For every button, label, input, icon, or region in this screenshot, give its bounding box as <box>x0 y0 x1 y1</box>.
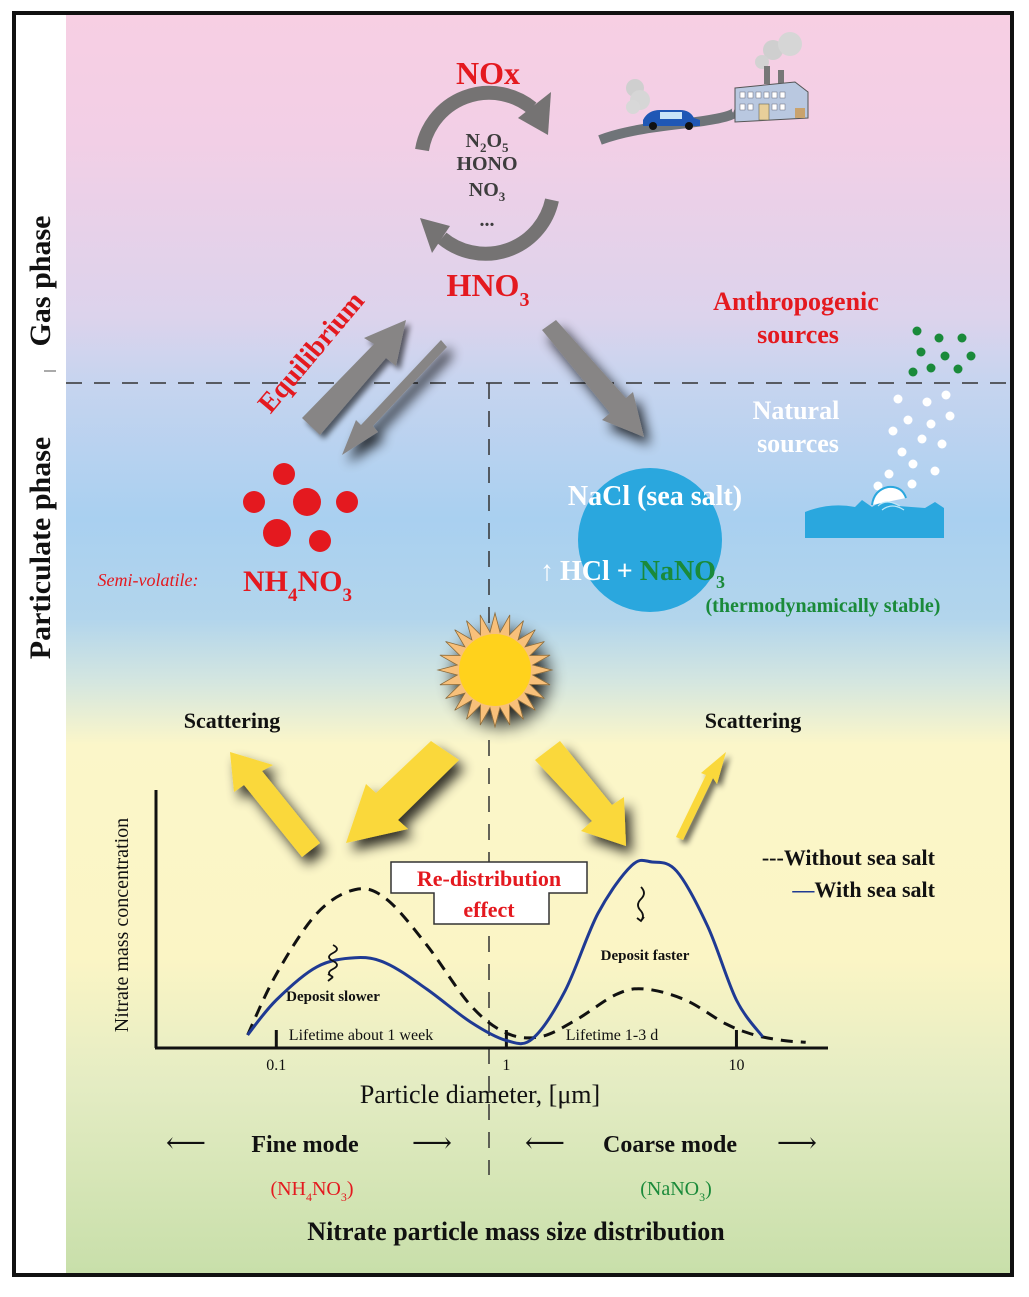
incoming-light-arrow-right <box>535 741 626 846</box>
particulate-phase-label: Particulate phase <box>24 437 57 659</box>
scattered-light-arrow-left <box>230 752 320 857</box>
sea-spray-particles-icon <box>873 390 955 491</box>
fine-mode-label: Fine mode <box>251 1132 359 1158</box>
lifetime-fine-label: Lifetime about 1 week <box>289 1027 433 1044</box>
ocean-wave-icon <box>805 485 944 538</box>
coarse-mode-formula: (NaNO3) <box>640 1178 712 1204</box>
sun-icon <box>436 611 554 729</box>
fine-mode-left-arrow: ⟵ <box>166 1128 206 1159</box>
gas-phase-label: Gas phase <box>24 216 57 347</box>
hno3-to-seasalt-arrow <box>542 320 644 437</box>
deposit-slower-label: Deposit slower <box>286 989 380 1005</box>
cycle-arrow-bottom <box>420 198 559 261</box>
anthropogenic-particles-icon <box>908 326 976 377</box>
n2o5-label: N2O5 <box>465 130 509 155</box>
redistribution-label-line1: Re-distribution <box>417 866 561 891</box>
no3-label: NO3 <box>469 179 506 204</box>
size-distribution-chart: Nitrate mass concentration Particle diam… <box>111 790 936 1109</box>
hcl-nano3-reaction: ↑HCl + NaNO3 <box>540 556 725 592</box>
coarse-mode-label: Coarse mode <box>603 1132 737 1158</box>
deposit-faster-label: Deposit faster <box>601 948 690 964</box>
equilibrium-label: Equilibrium <box>252 286 371 419</box>
scattering-label-left: Scattering <box>184 708 281 733</box>
car-emission-icon <box>598 79 742 145</box>
natural-sources-label-line1: Natural <box>753 396 840 425</box>
incoming-light-arrow-left <box>346 741 459 843</box>
x-tick-label: 10 <box>728 1057 744 1074</box>
series-line-with-sea-salt <box>246 858 764 1046</box>
legend-with-sea-salt: —With sea salt <box>791 877 935 902</box>
coarse-mode-right-arrow: ⟶ <box>777 1128 817 1159</box>
series-line-without-sea-salt <box>246 887 806 1044</box>
chart-title: Nitrate particle mass size distribution <box>307 1217 725 1246</box>
equilibrium-arrow-up <box>302 320 406 435</box>
scattered-light-arrow-right <box>676 752 726 840</box>
nh4no3-label: NH4NO3 <box>243 565 352 606</box>
anthropogenic-sources-label-line1: Anthropogenic <box>713 287 879 316</box>
chart-y-axis-label: Nitrate mass concentration <box>111 818 133 1032</box>
redistribution-label-line2: effect <box>463 897 515 922</box>
x-tick-label: 1 <box>502 1057 510 1074</box>
fine-mode-formula: (NH4NO3) <box>270 1178 353 1204</box>
lifetime-coarse-label: Lifetime 1-3 d <box>566 1027 658 1044</box>
equilibrium-arrow-down <box>342 340 447 455</box>
coarse-mode-left-arrow: ⟵ <box>525 1128 565 1159</box>
redistribution-effect-callout: Re-distribution effect <box>390 861 588 925</box>
x-tick-label: 0.1 <box>266 1057 286 1074</box>
factory-emission-icon <box>734 32 809 123</box>
semi-volatile-label: Semi-volatile: <box>98 570 199 590</box>
sea-salt-particle <box>578 468 722 612</box>
nacl-sea-salt-label: NaCl (sea salt) <box>568 481 742 512</box>
mode-annotations: ⟵ Fine mode ⟶ ⟵ Coarse mode ⟶ (NH4NO3) (… <box>166 1128 817 1246</box>
fast-deposition-squiggle-icon <box>636 886 645 923</box>
nox-label: NOx <box>456 55 520 91</box>
intermediates-list: N2O5 HONO NO3 ... <box>456 130 517 231</box>
fine-mode-right-arrow: ⟶ <box>412 1128 452 1159</box>
hono-label: HONO <box>456 153 517 175</box>
anthropogenic-sources-label-line2: sources <box>757 320 839 349</box>
natural-sources-label-line2: sources <box>757 429 839 458</box>
legend-without-sea-salt: ---Without sea salt <box>762 845 936 870</box>
scattering-label-right: Scattering <box>705 708 802 733</box>
chart-x-axis-label: Particle diameter, [μm] <box>360 1080 600 1109</box>
chart-x-ticks: 0.1 1 10 <box>266 1030 744 1074</box>
nh4no3-particle-cluster <box>243 463 358 552</box>
thermodynamically-stable-note: (thermodynamically stable) <box>706 595 941 617</box>
more-intermediates-ellipsis: ... <box>480 209 495 231</box>
slow-deposition-squiggle-icon <box>327 944 338 982</box>
hno3-label: HNO3 <box>447 267 530 311</box>
cycle-arrow-top <box>415 85 551 152</box>
